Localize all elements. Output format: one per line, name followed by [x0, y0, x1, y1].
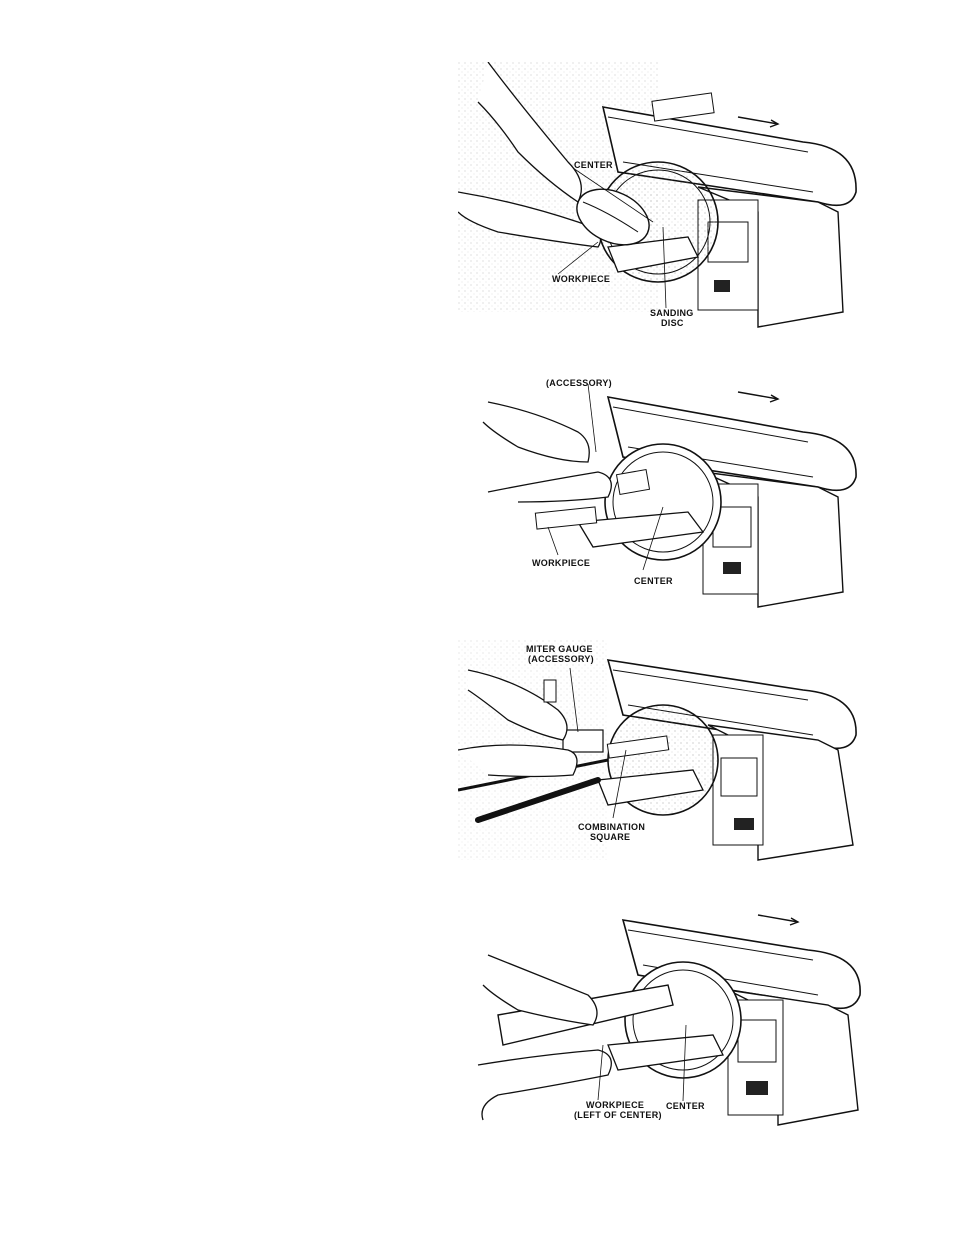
sander-illustration [458, 62, 898, 334]
left-of-center-label: (LEFT OF CENTER) [574, 1110, 662, 1120]
combination-label: COMBINATION [578, 822, 645, 832]
figure-disc-sanding-curved: CENTER WORKPIECE SANDING DISC [458, 62, 898, 334]
workpiece-label: WORKPIECE [532, 558, 590, 568]
center-label: CENTER [634, 576, 673, 586]
accessory-label: (ACCESSORY) [546, 378, 612, 388]
figure-miter-gauge-square: MITER GAUGE (ACCESSORY) COMBINATION SQUA… [458, 640, 898, 866]
sanding-label: SANDING [650, 308, 694, 318]
figure-disc-sanding-accessory: (ACCESSORY) WORKPIECE CENTER [458, 372, 898, 612]
accessory-label: (ACCESSORY) [528, 654, 594, 664]
square-label: SQUARE [590, 832, 630, 842]
figure-disc-sanding-left-of-center: WORKPIECE (LEFT OF CENTER) CENTER [458, 895, 898, 1135]
sander-illustration [458, 895, 898, 1135]
center-label: CENTER [666, 1101, 705, 1111]
workpiece-label: WORKPIECE [552, 274, 610, 284]
center-label: CENTER [574, 160, 613, 170]
disc-label: DISC [661, 318, 684, 328]
miter-gauge-label: MITER GAUGE [526, 644, 593, 654]
sander-illustration [458, 640, 898, 866]
workpiece-label: WORKPIECE [586, 1100, 644, 1110]
sander-illustration [458, 372, 898, 612]
